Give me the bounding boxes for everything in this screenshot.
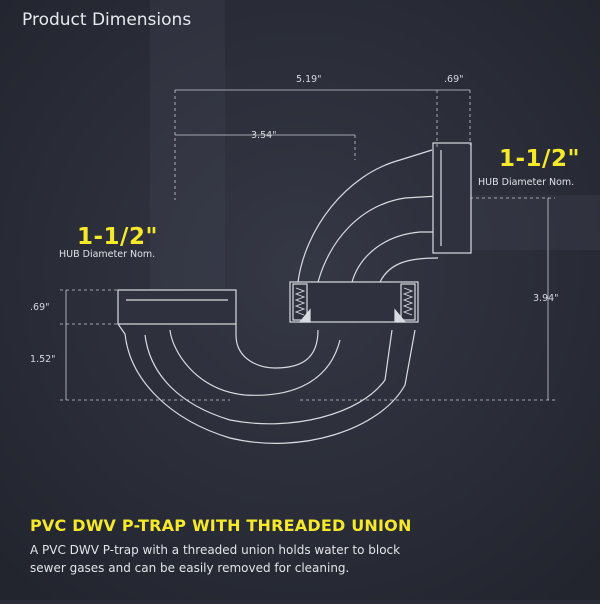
inlet-hub-label: HUB Diameter Nom. [59, 249, 156, 260]
outlet-hub-size: 1-1/2" [499, 146, 580, 172]
dim-inner-width: 3.54" [251, 130, 277, 141]
dim-outlet-drop: 3.94" [533, 293, 559, 304]
dimension-lines [60, 89, 555, 401]
dim-inlet-depth: 1.52" [30, 354, 56, 365]
inlet-hub-size: 1-1/2" [77, 224, 158, 250]
dim-overall-width: 5.19" [296, 74, 322, 85]
product-heading: PVC DWV P-TRAP WITH THREADED UNION [30, 516, 412, 535]
dim-inlet-hub: .69" [30, 302, 50, 313]
product-description: A PVC DWV P-trap with a threaded union h… [30, 543, 401, 575]
page-title: Product Dimensions [22, 10, 192, 30]
p-trap-outline [117, 142, 472, 444]
outlet-hub-label: HUB Diameter Nom. [478, 177, 575, 188]
dim-outlet-hub: .69" [444, 74, 464, 85]
